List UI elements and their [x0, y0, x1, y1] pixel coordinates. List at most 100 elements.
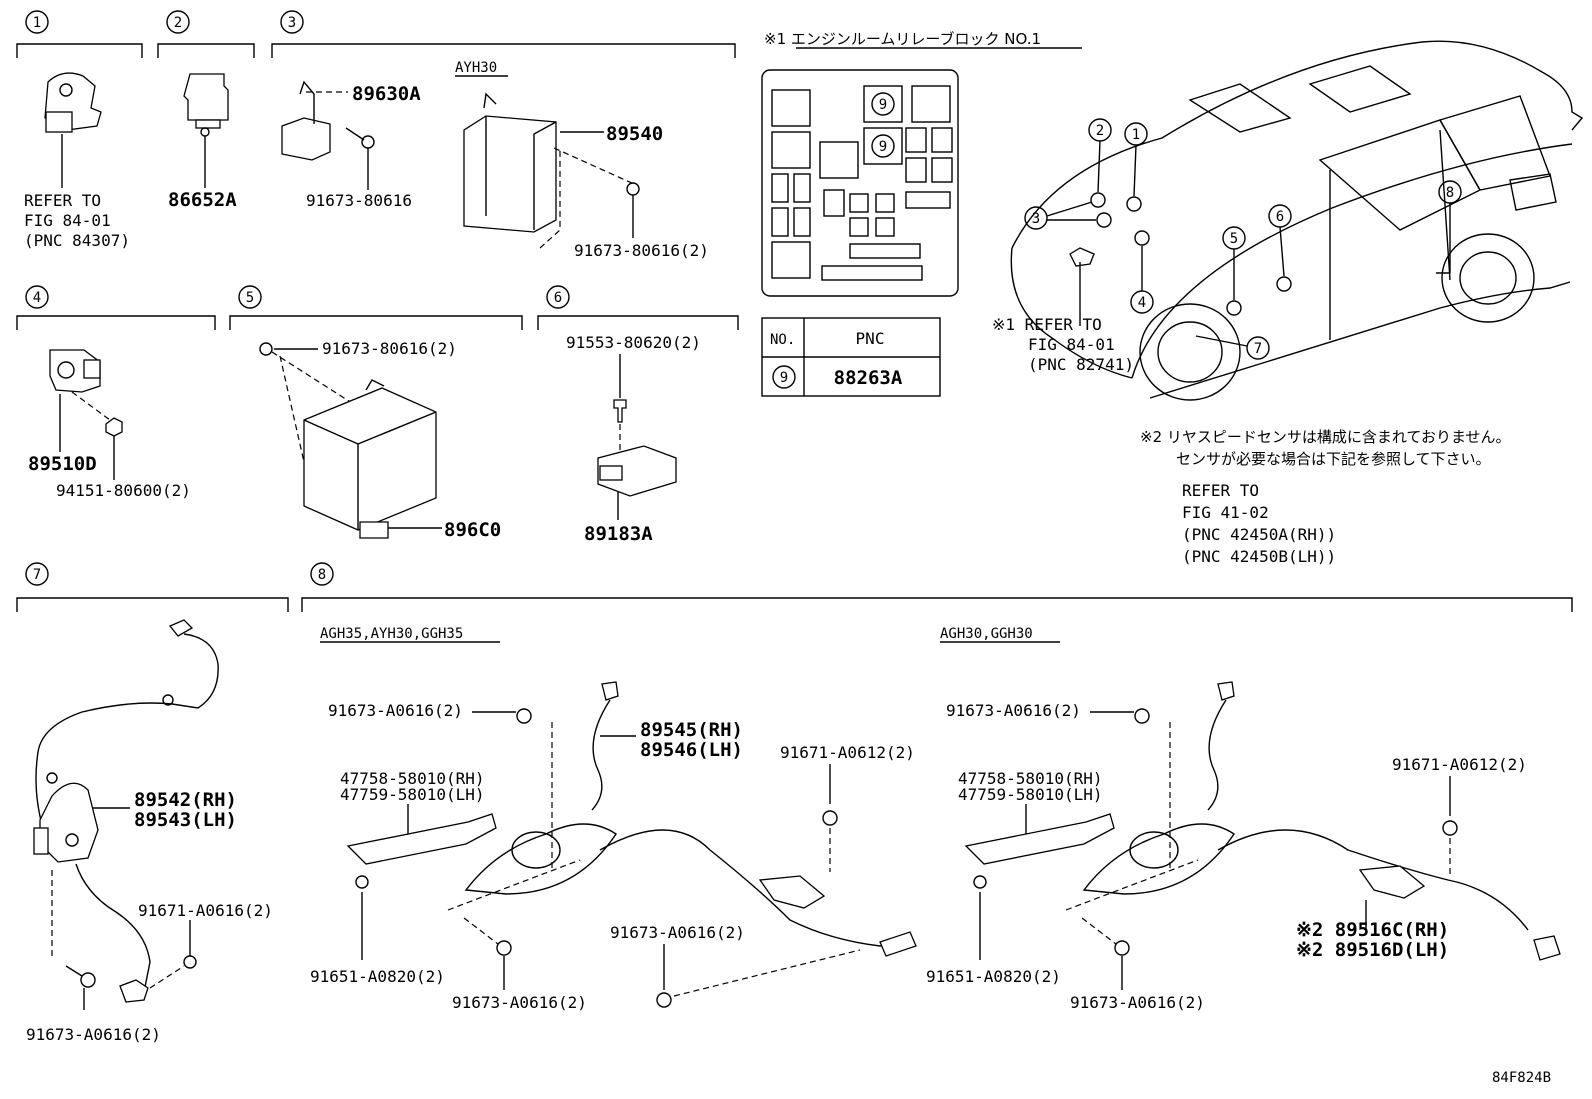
svg-text:8: 8	[1446, 185, 1454, 201]
section-8-right-rear-sensor: AGH30,GGH30 91673-A0616(2) 47758-58010(R…	[926, 626, 1561, 1012]
svg-text:89542(RH): 89542(RH)	[134, 789, 237, 811]
svg-text:89630A: 89630A	[352, 83, 421, 105]
vehicle-callout-3: 3	[1024, 201, 1096, 230]
svg-text:88263A: 88263A	[834, 367, 903, 389]
section-2-relay: 86652A	[168, 73, 237, 211]
vehicle-callout-2: 2	[1088, 118, 1112, 193]
section-4-sensor: 89510D 94151-80600(2)	[28, 349, 191, 500]
vehicle-callout-8: 8	[1436, 180, 1462, 274]
svg-text:9: 9	[879, 139, 887, 155]
svg-text:(PNC 84307): (PNC 84307)	[24, 231, 130, 250]
svg-text:91673-80616(2): 91673-80616(2)	[322, 339, 457, 358]
svg-text:2: 2	[1096, 123, 1104, 139]
section-number-8: 8	[310, 562, 334, 586]
svg-text:91553-80620(2): 91553-80620(2)	[566, 333, 701, 352]
svg-text:1: 1	[1132, 127, 1140, 143]
svg-text:89183A: 89183A	[584, 523, 653, 545]
svg-text:※2 89516C(RH): ※2 89516C(RH)	[1296, 919, 1449, 941]
svg-text:5: 5	[1230, 231, 1238, 247]
svg-text:FIG 41-02: FIG 41-02	[1182, 503, 1269, 522]
svg-text:91673-A0616(2): 91673-A0616(2)	[946, 701, 1081, 720]
svg-text:PNC: PNC	[856, 329, 885, 348]
svg-text:91671-A0612(2): 91671-A0612(2)	[780, 743, 915, 762]
svg-text:※2 89516D(LH): ※2 89516D(LH)	[1296, 939, 1449, 961]
svg-text:86652A: 86652A	[168, 189, 237, 211]
svg-text:3: 3	[1032, 211, 1040, 227]
svg-text:4: 4	[33, 290, 41, 306]
svg-text:FIG 84-01: FIG 84-01	[24, 211, 111, 230]
section-6-yaw-sensor: 91553-80620(2) 89183A	[566, 333, 701, 545]
section-1-steering-sensor: REFER TO FIG 84-01 (PNC 84307)	[24, 72, 130, 250]
svg-text:896C0: 896C0	[444, 519, 501, 541]
svg-text:NO.: NO.	[770, 332, 795, 348]
section-7-front-speed-sensor: 89542(RH) 89543(LH) 91673-A0616(2) 91671…	[26, 619, 273, 1044]
section-number-3: 3	[280, 10, 304, 34]
vehicle-callout-7: 7	[1195, 335, 1270, 360]
relay-block: ※1 エンジンルームリレーブロック NO.1	[761, 30, 1082, 397]
svg-text:89540: 89540	[606, 123, 663, 145]
section-number-7: 7	[25, 562, 49, 586]
section-5-module: 91673-80616(2) 896C0	[259, 339, 501, 541]
svg-text:6: 6	[554, 290, 562, 306]
svg-text:94151-80600(2): 94151-80600(2)	[56, 481, 191, 500]
vehicle-callout-6: 6	[1268, 204, 1292, 277]
svg-text:9: 9	[780, 370, 788, 386]
diagram-code: 84F824B	[1492, 1070, 1551, 1086]
section-number-1: 1	[25, 10, 49, 34]
svg-text:89510D: 89510D	[28, 453, 97, 475]
svg-text:センサが必要な場合は下記を参照して下さい。: センサが必要な場合は下記を参照して下さい。	[1176, 450, 1491, 468]
svg-text:(PNC 42450A(RH)): (PNC 42450A(RH))	[1182, 525, 1336, 544]
svg-text:(PNC 42450B(LH)): (PNC 42450B(LH))	[1182, 547, 1336, 566]
svg-text:REFER TO: REFER TO	[24, 191, 101, 210]
svg-text:7: 7	[1254, 341, 1262, 357]
section-number-2: 2	[166, 10, 190, 34]
svg-text:47759-58010(LH): 47759-58010(LH)	[958, 785, 1103, 804]
svg-text:REFER TO: REFER TO	[1182, 481, 1259, 500]
svg-text:AGH35,AYH30,GGH35: AGH35,AYH30,GGH35	[320, 626, 463, 642]
svg-text:91673-A0616(2): 91673-A0616(2)	[26, 1025, 161, 1044]
section-number-5: 5	[238, 285, 262, 309]
vehicle-callout-4: 4	[1130, 246, 1154, 314]
svg-text:91673-A0616(2): 91673-A0616(2)	[610, 923, 745, 942]
section-brackets	[16, 43, 1573, 612]
svg-text:47758-58010(RH): 47758-58010(RH)	[340, 769, 485, 788]
svg-text:3: 3	[288, 15, 296, 31]
section-8-left-rear-sensor: AGH35,AYH30,GGH35 91673-A0616(2) 47758-5…	[310, 626, 917, 1012]
svg-text:89545(RH): 89545(RH)	[640, 719, 743, 741]
svg-text:6: 6	[1276, 209, 1284, 225]
section-3-ecu: 89630A 91673-80616 AYH30 89540 91673-806…	[281, 60, 709, 260]
svg-text:91673-A0616(2): 91673-A0616(2)	[452, 993, 587, 1012]
svg-text:9: 9	[879, 97, 887, 113]
svg-text:(PNC 82741): (PNC 82741)	[1028, 355, 1134, 374]
svg-text:91673-80616(2): 91673-80616(2)	[574, 241, 709, 260]
svg-text:91673-80616: 91673-80616	[306, 191, 412, 210]
svg-text:91673-A0616(2): 91673-A0616(2)	[1070, 993, 1205, 1012]
svg-text:47758-58010(RH): 47758-58010(RH)	[958, 769, 1103, 788]
svg-text:91651-A0820(2): 91651-A0820(2)	[310, 967, 445, 986]
svg-text:4: 4	[1138, 295, 1146, 311]
svg-text:89543(LH): 89543(LH)	[134, 809, 237, 831]
svg-text:91671-A0616(2): 91671-A0616(2)	[138, 901, 273, 920]
svg-text:5: 5	[246, 290, 254, 306]
svg-text:FIG 84-01: FIG 84-01	[1028, 335, 1115, 354]
svg-text:AYH30: AYH30	[455, 60, 497, 76]
vehicle-illustration: 1 2 3 4 5 6 7	[992, 40, 1584, 401]
svg-text:2: 2	[174, 15, 182, 31]
svg-text:AGH30,GGH30: AGH30,GGH30	[940, 626, 1033, 642]
svg-text:1: 1	[33, 15, 41, 31]
svg-text:※2 リヤスピードセンサは構成に含まれておりません。: ※2 リヤスピードセンサは構成に含まれておりません。	[1140, 428, 1511, 446]
svg-text:91673-A0616(2): 91673-A0616(2)	[328, 701, 463, 720]
section-number-4: 4	[25, 285, 49, 309]
svg-text:47759-58010(LH): 47759-58010(LH)	[340, 785, 485, 804]
vehicle-callout-1: 1	[1124, 122, 1148, 197]
svg-text:8: 8	[318, 567, 326, 583]
svg-text:※1 エンジンルームリレーブロック NO.1: ※1 エンジンルームリレーブロック NO.1	[764, 30, 1041, 48]
svg-text:91651-A0820(2): 91651-A0820(2)	[926, 967, 1061, 986]
svg-text:89546(LH): 89546(LH)	[640, 739, 743, 761]
note-rear-sensor: ※2 リヤスピードセンサは構成に含まれておりません。 センサが必要な場合は下記を…	[1140, 428, 1511, 566]
vehicle-callout-5: 5	[1222, 226, 1246, 300]
relay-pnc-table: NO. PNC 9 88263A	[761, 317, 941, 397]
section-number-6: 6	[546, 285, 570, 309]
